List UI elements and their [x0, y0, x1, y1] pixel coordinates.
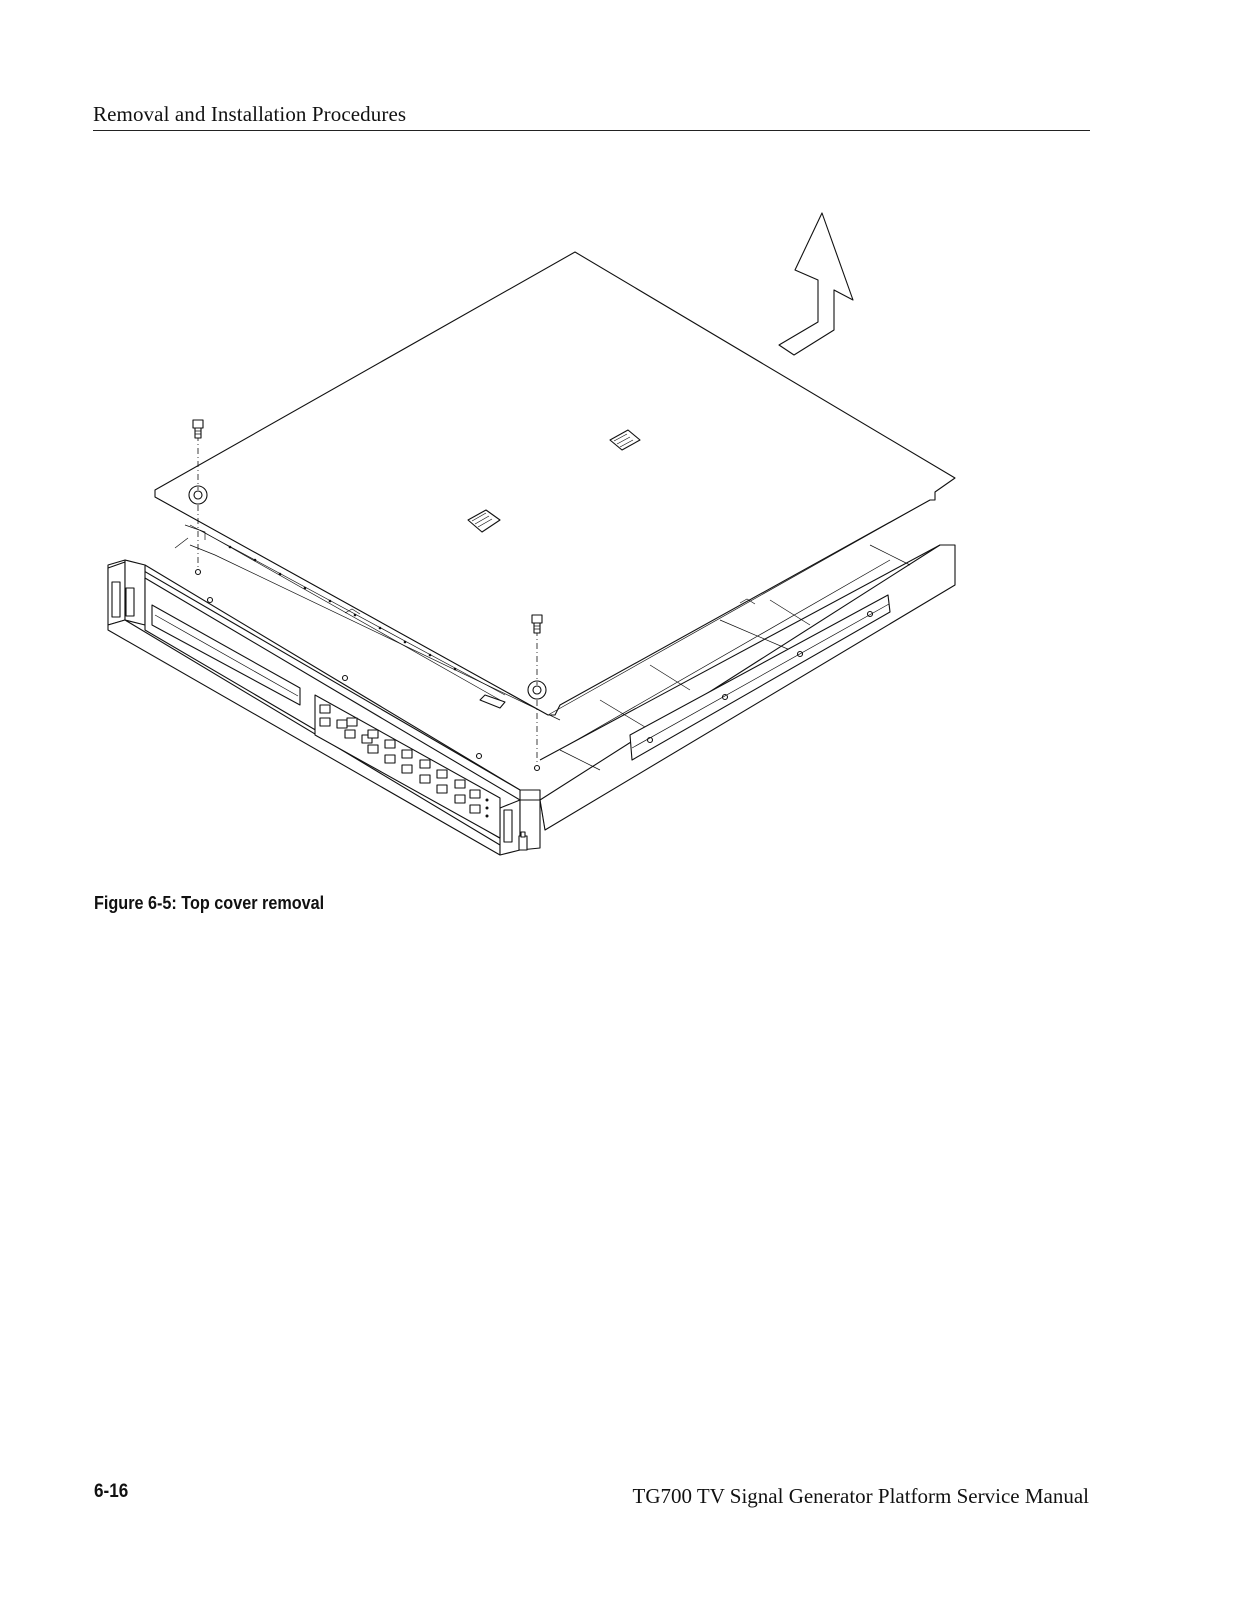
front-panel [107, 559, 541, 856]
figure-caption: Figure 6-5: Top cover removal [94, 893, 325, 913]
top-cover-removal-illustration [107, 212, 956, 856]
section-title: Removal and Installation Procedures [93, 102, 407, 126]
page-number: 6-16 [94, 1481, 129, 1502]
chassis [144, 524, 956, 831]
screw-icon [192, 419, 204, 570]
manual-title: TG700 TV Signal Generator Platform Servi… [632, 1484, 1089, 1508]
up-arrow-icon [778, 212, 854, 356]
header-rule [93, 130, 1090, 131]
vent-icon [467, 429, 641, 533]
top-cover [154, 251, 956, 716]
screw-icon [531, 614, 543, 765]
